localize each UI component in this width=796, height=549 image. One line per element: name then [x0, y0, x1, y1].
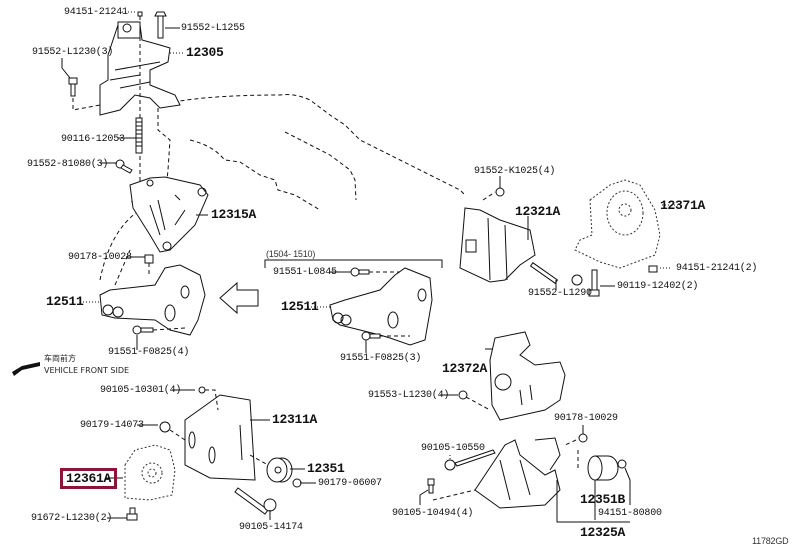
direction-arrow [219, 281, 259, 315]
label-12361A-highlighted[interactable]: 12361A [60, 468, 118, 489]
variant-range-label: (1504- 1510) [266, 249, 316, 259]
part-12372A [458, 331, 566, 421]
bolt-91552-81080 [115, 159, 133, 174]
nut-90178-10028 [144, 254, 154, 275]
label-91552-K1025-4[interactable]: 91552-K1025(4) [474, 166, 556, 177]
part-12315A [129, 176, 209, 253]
label-90179-14073[interactable]: 90179-14073 [80, 420, 144, 431]
label-90119-12402-2[interactable]: 90119-12402(2) [617, 281, 699, 292]
label-12351[interactable]: 12351 [307, 461, 345, 476]
label-91672-L1230-2[interactable]: 91672-L1230(2) [31, 513, 113, 524]
label-12511-left[interactable]: 12511 [46, 294, 84, 309]
bolt-91551-F0825-4 [132, 325, 186, 335]
label-91551-F0825-3[interactable]: 91551-F0825(3) [340, 353, 422, 364]
diagram-code: 11782GD [752, 536, 789, 546]
label-91552-L1290[interactable]: 91552-L1290 [528, 288, 592, 299]
vehicle-front-en: VEHICLE FRONT SIDE [44, 366, 130, 375]
bolt-91552-L1230 [68, 77, 101, 111]
label-90178-10028[interactable]: 90178-10028 [68, 252, 132, 263]
part-12351 [249, 454, 302, 488]
stud-90116-12053 [135, 117, 143, 154]
part-12361A [124, 444, 176, 521]
label-91552-L1230-3[interactable]: 91552-L1230(3) [32, 47, 114, 58]
vehicle-front-cn: 车両前方 [44, 354, 76, 363]
part-12351B [587, 455, 627, 481]
label-90105-10301-4[interactable]: 90105-10301(4) [100, 385, 182, 396]
label-94151-80800[interactable]: 94151-80800 [598, 508, 662, 519]
label-12311A[interactable]: 12311A [272, 412, 318, 427]
vehicle-front-arrow [12, 362, 40, 376]
label-91552-81080-3[interactable]: 91552-81080(3) [27, 159, 109, 170]
label-90105-10494-4[interactable]: 90105-10494(4) [392, 508, 474, 519]
leader-lines [61, 11, 678, 523]
label-12511-right[interactable]: 12511 [281, 299, 319, 314]
label-90178-10029[interactable]: 90178-10029 [554, 413, 618, 424]
label-91553-L1230-4[interactable]: 91553-L1230(4) [368, 390, 450, 401]
variant-bracket [264, 259, 443, 268]
label-12305[interactable]: 12305 [186, 45, 224, 60]
part-12511-right [329, 267, 433, 346]
label-12372A[interactable]: 12372A [442, 361, 488, 376]
part-12321A [459, 187, 583, 286]
label-12321A[interactable]: 12321A [515, 204, 561, 219]
label-90116-12053[interactable]: 90116-12053 [61, 134, 125, 145]
label-94151-21241-2[interactable]: 94151-21241(2) [676, 263, 758, 274]
part-12311A [159, 386, 256, 481]
label-12371A[interactable]: 12371A [660, 198, 706, 213]
label-90105-14174[interactable]: 90105-14174 [239, 522, 303, 533]
label-90105-10550[interactable]: 90105-10550 [421, 443, 485, 454]
label-94151-21241[interactable]: 94151-21241 [64, 7, 128, 18]
label-90179-06007[interactable]: 90179-06007 [318, 478, 382, 489]
part-12511-left [99, 249, 206, 336]
label-91552-L1255[interactable]: 91552-L1255 [181, 23, 245, 34]
part-12371A [574, 179, 661, 297]
label-91551-L0845[interactable]: 91551-L0845 [273, 267, 337, 278]
label-12315A[interactable]: 12315A [211, 207, 257, 222]
label-12351B[interactable]: 12351B [580, 492, 626, 507]
label-91551-F0825-4[interactable]: 91551-F0825(4) [108, 347, 190, 358]
part-12305 [99, 11, 181, 200]
bolt-90105-14174 [234, 487, 277, 515]
label-12325A[interactable]: 12325A [580, 525, 626, 540]
